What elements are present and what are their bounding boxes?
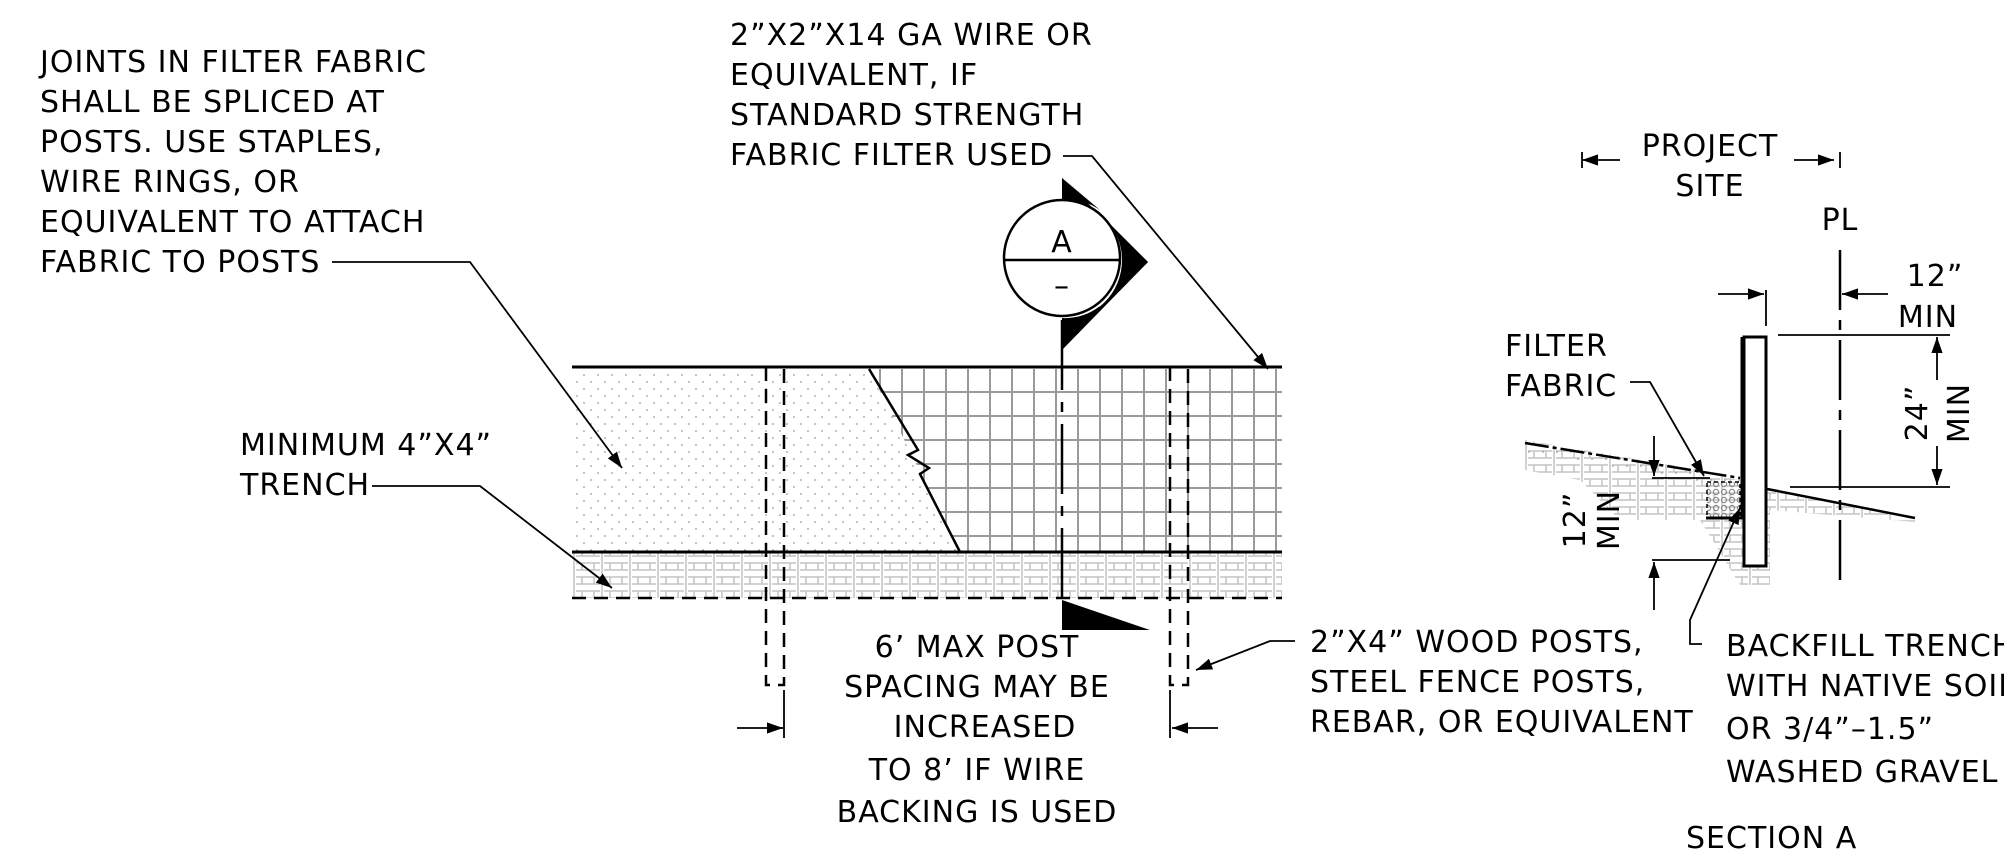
filter-fabric-line-1: FILTER [1505,329,1608,364]
post-spacing-dimension [737,690,1218,738]
dim-12-top-lines [1718,288,1888,326]
section-fabric [1706,337,1744,520]
posts-note-line-2: STEEL FENCE POSTS, [1310,665,1645,700]
section-sheet: – [1054,269,1070,304]
right-post [1168,367,1190,687]
downslope-ground-line [1761,486,1916,520]
dim-12-top-value: 12” [1907,259,1964,294]
dim-12-top-label: 12” MIN [1898,259,1964,335]
joints-note-line-5: EQUIVALENT TO ATTACH [40,205,425,240]
left-post [764,367,786,687]
spacing-note-line-2: SPACING MAY BE [844,670,1110,705]
project-site-line-2: SITE [1675,169,1744,204]
section-title: SECTION A [1686,821,1857,853]
posts-note-line-1: 2”X4” WOOD POSTS, [1310,625,1644,660]
joints-note-line-2: SHALL BE SPLICED AT [40,85,385,120]
section-fabric-ground [1525,442,1740,488]
joints-note-line-1: JOINTS IN FILTER FABRIC [38,45,427,80]
project-site-line-1: PROJECT [1642,129,1779,164]
wire-note: 2”X2”X14 GA WIRE OR EQUIVALENT, IF STAND… [730,18,1093,173]
wire-note-line-4: FABRIC FILTER USED [730,138,1053,173]
trench-note-line-2: TRENCH [239,468,370,503]
elevation-leaders [332,155,1295,671]
spacing-note: 6’ MAX POST SPACING MAY BE INCREASED TO … [837,630,1118,830]
wire-note-line-2: EQUIVALENT, IF [730,58,978,93]
project-site-arrows [1581,152,1841,168]
backfill-note-line-2: WITH NATIVE SOIL [1726,669,2004,704]
property-line-symbol: PL [1822,203,1859,238]
dim-12-left-label: 12” MIN [1558,490,1627,550]
posts-note-line-3: REBAR, OR EQUIVALENT [1310,705,1694,740]
trench-note-line-1: MINIMUM 4”X4” [240,428,492,463]
section-letter: A [1051,225,1073,260]
dim-12-left-min: MIN [1592,490,1627,550]
spacing-note-line-4: TO 8’ IF WIRE [868,753,1086,788]
dim-12-left-value: 12” [1558,492,1593,549]
spacing-note-line-3: INCREASED [894,710,1077,745]
project-site-label: PROJECT SITE [1642,129,1779,204]
section-arrow-bottom [1062,600,1150,630]
fence-section [1524,250,1916,590]
spacing-note-line-1: 6’ MAX POST [875,630,1080,665]
joints-note: JOINTS IN FILTER FABRIC SHALL BE SPLICED… [38,45,427,280]
joints-note-line-6: FABRIC TO POSTS [40,245,320,280]
filter-fabric-line-2: FABRIC [1505,369,1617,404]
wire-note-line-3: STANDARD STRENGTH [730,98,1084,133]
joints-note-line-3: POSTS. USE STAPLES, [40,125,384,160]
dim-24-label: 24” MIN [1900,383,1977,443]
break-line [867,368,962,553]
dim-24-min: MIN [1942,383,1977,443]
dim-24-value: 24” [1900,385,1935,442]
joints-note-line-4: WIRE RINGS, OR [40,165,300,200]
backfill-note-line-4: WASHED GRAVEL [1726,755,1998,790]
section-marker-a: A – [1002,178,1150,630]
backfill-note-line-1: BACKFILL TRENCH [1726,629,2004,664]
wire-note-line-1: 2”X2”X14 GA WIRE OR [730,18,1093,53]
posts-note: 2”X4” WOOD POSTS, STEEL FENCE POSTS, REB… [1310,625,1694,740]
upslope-ground-line [1524,441,1741,480]
gravel-backfill [1706,481,1741,519]
filter-fabric-label: FILTER FABRIC [1505,329,1617,404]
spacing-note-line-5: BACKING IS USED [837,795,1118,830]
section-leaders [1630,381,1741,645]
trench-note: MINIMUM 4”X4” TRENCH [239,428,492,503]
section-post [1742,335,1768,568]
backfill-note: BACKFILL TRENCH WITH NATIVE SOIL OR 3/4”… [1726,629,2004,790]
fence-elevation [572,320,1282,687]
backfill-note-line-3: OR 3/4”–1.5” [1726,712,1934,747]
dim-24-lines [1778,334,1950,488]
trench-soil-area [572,552,1282,598]
dim-12-top-min: MIN [1898,300,1958,335]
